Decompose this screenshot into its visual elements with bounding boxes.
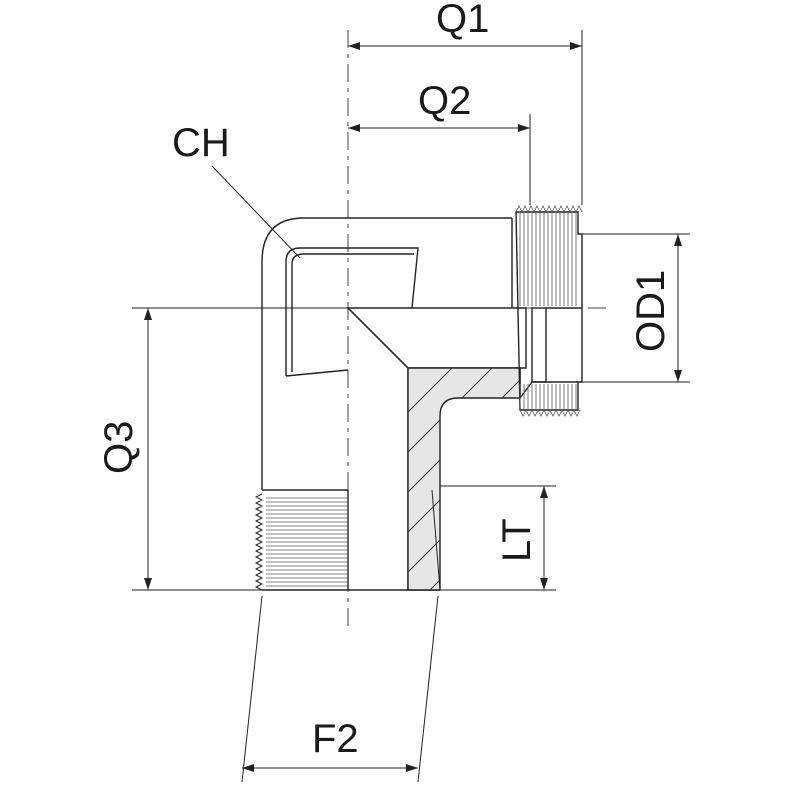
label-lt: LT (495, 518, 539, 562)
dimensions (132, 30, 690, 783)
od-thread-hatch (519, 212, 577, 410)
label-q2: Q2 (418, 79, 471, 123)
od-connection (515, 205, 583, 417)
label-q1: Q1 (436, 0, 489, 41)
male-thread (254, 493, 348, 591)
od-thread-bottom (519, 409, 581, 417)
dimension-labels: Q1 Q2 CH OD1 Q3 LT F2 (97, 0, 673, 761)
label-ch: CH (172, 121, 230, 165)
male-thread-profile (254, 493, 264, 591)
label-q3: Q3 (97, 421, 141, 474)
label-f2: F2 (312, 717, 359, 761)
label-od1: OD1 (629, 270, 673, 352)
od-thread-top (515, 205, 583, 213)
